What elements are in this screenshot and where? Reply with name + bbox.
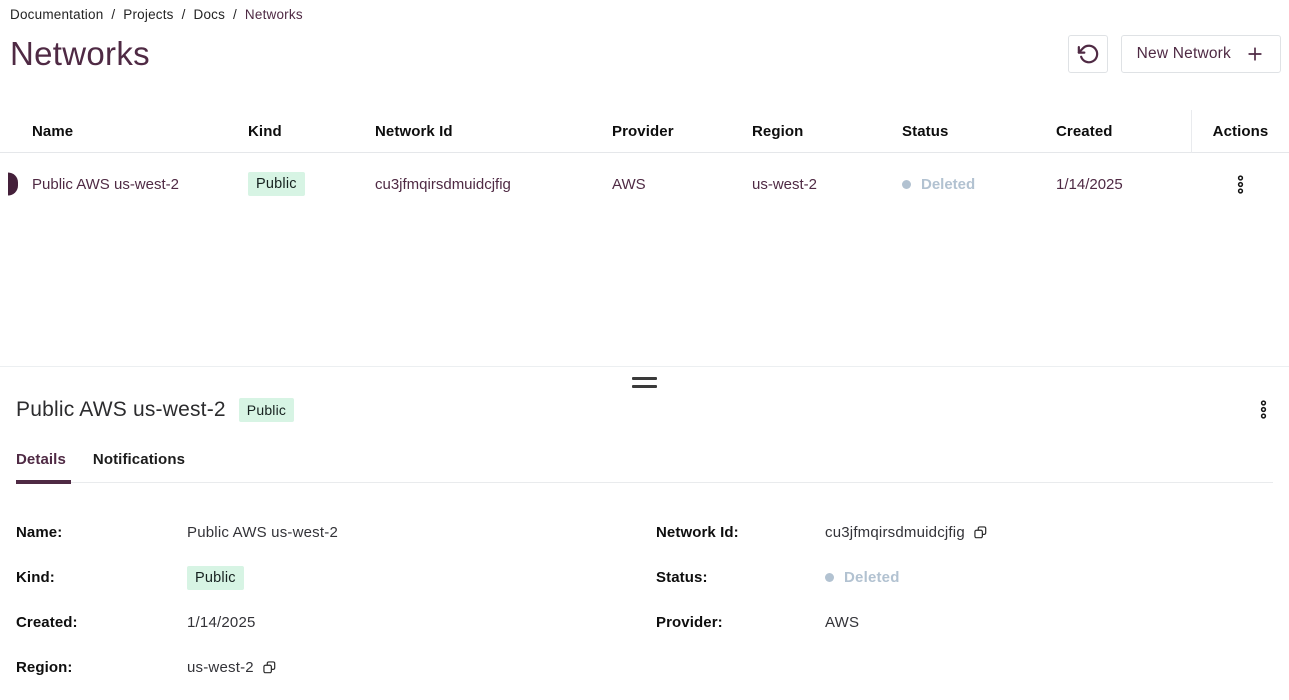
plus-icon	[1245, 44, 1265, 64]
field-status: Status: Deleted	[656, 555, 1289, 600]
active-tab-indicator	[16, 480, 71, 484]
breadcrumb-item-networks: Networks	[244, 7, 303, 22]
field-label: Region:	[16, 659, 73, 676]
cell-network-id: cu3jfmqirsdmuidcjfig	[375, 175, 511, 193]
status-label: Deleted	[844, 569, 900, 586]
column-header-kind: Kind	[248, 110, 375, 153]
field-region: Region: us-west-2	[16, 645, 656, 690]
field-label: Created:	[16, 614, 78, 631]
column-header-actions: Actions	[1191, 110, 1289, 153]
refresh-button[interactable]	[1067, 35, 1108, 73]
drawer-title: Public AWS us-west-2	[16, 397, 226, 421]
cell-actions	[1191, 153, 1289, 215]
column-header-provider: Provider	[612, 110, 752, 153]
field-name: Name: Public AWS us-west-2	[16, 510, 656, 555]
breadcrumb-separator: /	[181, 7, 186, 22]
detail-drawer: Public AWS us-west-2 Public Details Noti…	[0, 366, 1289, 690]
field-label: Provider:	[656, 614, 723, 631]
field-label: Status:	[656, 569, 708, 586]
drawer-header: Public AWS us-west-2 Public	[0, 390, 1289, 425]
copy-network-id-button[interactable]	[974, 526, 987, 539]
row-actions-menu-button[interactable]	[1231, 169, 1250, 200]
breadcrumb-separator: /	[233, 7, 237, 22]
drawer-tabs: Details Notifications	[0, 425, 1289, 484]
networks-table: Name Kind Network Id Provider Region Sta…	[0, 110, 1289, 215]
field-label: Network Id:	[656, 524, 739, 541]
field-value: cu3jfmqirsdmuidcjfig	[825, 524, 965, 541]
column-header-status: Status	[902, 110, 1056, 153]
breadcrumb-item-documentation[interactable]: Documentation	[10, 7, 104, 22]
copy-region-button[interactable]	[263, 661, 276, 674]
selected-row-indicator	[8, 172, 18, 196]
header-actions: New Network	[1067, 35, 1281, 73]
refresh-ccw-icon	[1077, 43, 1099, 65]
tab-notifications[interactable]: Notifications	[92, 451, 186, 468]
breadcrumb-item-docs[interactable]: Docs	[193, 7, 226, 22]
kind-badge: Public	[248, 172, 305, 196]
field-value: us-west-2	[187, 659, 254, 676]
breadcrumb-item-projects[interactable]: Projects	[123, 7, 174, 22]
cell-created: 1/14/2025	[1056, 175, 1123, 193]
new-network-button-label: New Network	[1136, 45, 1231, 62]
status-label: Deleted	[921, 175, 976, 193]
field-value: AWS	[825, 614, 860, 631]
page-header: Networks New Network	[0, 22, 1289, 92]
kebab-menu-icon	[1260, 400, 1267, 419]
field-label: Kind:	[16, 569, 55, 586]
field-value: Public AWS us-west-2	[187, 524, 338, 541]
kebab-menu-icon	[1237, 174, 1244, 194]
cell-provider: AWS	[612, 175, 646, 193]
cell-name: Public AWS us-west-2	[32, 175, 179, 193]
status-dot	[902, 179, 911, 189]
table-header-row: Name Kind Network Id Provider Region Sta…	[0, 110, 1289, 153]
kind-badge: Public	[187, 565, 244, 590]
details-panel: Name: Public AWS us-west-2 Kind: Public …	[0, 483, 1289, 690]
tab-details[interactable]: Details	[16, 451, 66, 468]
field-created: Created: 1/14/2025	[16, 600, 656, 645]
field-label: Name:	[16, 524, 63, 541]
new-network-button[interactable]: New Network	[1120, 35, 1281, 73]
field-provider: Provider: AWS	[656, 600, 1289, 645]
drawer-actions-menu-button[interactable]	[1254, 394, 1273, 425]
tab-track	[16, 480, 1273, 484]
field-network-id: Network Id: cu3jfmqirsdmuidcjfig	[656, 510, 1289, 555]
cell-status: Deleted	[902, 153, 1056, 215]
breadcrumb-separator: /	[111, 7, 116, 22]
column-header-region: Region	[752, 110, 902, 153]
breadcrumb: Documentation / Projects / Docs / Networ…	[0, 0, 1289, 22]
field-kind: Kind: Public	[16, 555, 656, 600]
cell-region: us-west-2	[752, 175, 818, 193]
field-value: 1/14/2025	[187, 614, 256, 631]
status-dot	[825, 573, 834, 582]
drawer-kind-badge: Public	[238, 397, 295, 422]
copy-icon	[263, 661, 276, 674]
column-header-name: Name	[0, 110, 248, 153]
cell-kind: Public	[248, 153, 375, 215]
drawer-drag-handle[interactable]	[628, 375, 662, 390]
column-header-network-id: Network Id	[375, 110, 612, 153]
copy-icon	[974, 526, 987, 539]
page-title: Networks	[10, 35, 150, 72]
column-header-created: Created	[1056, 110, 1191, 153]
table-row[interactable]: Public AWS us-west-2 Public cu3jfmqirsdm…	[0, 153, 1289, 215]
